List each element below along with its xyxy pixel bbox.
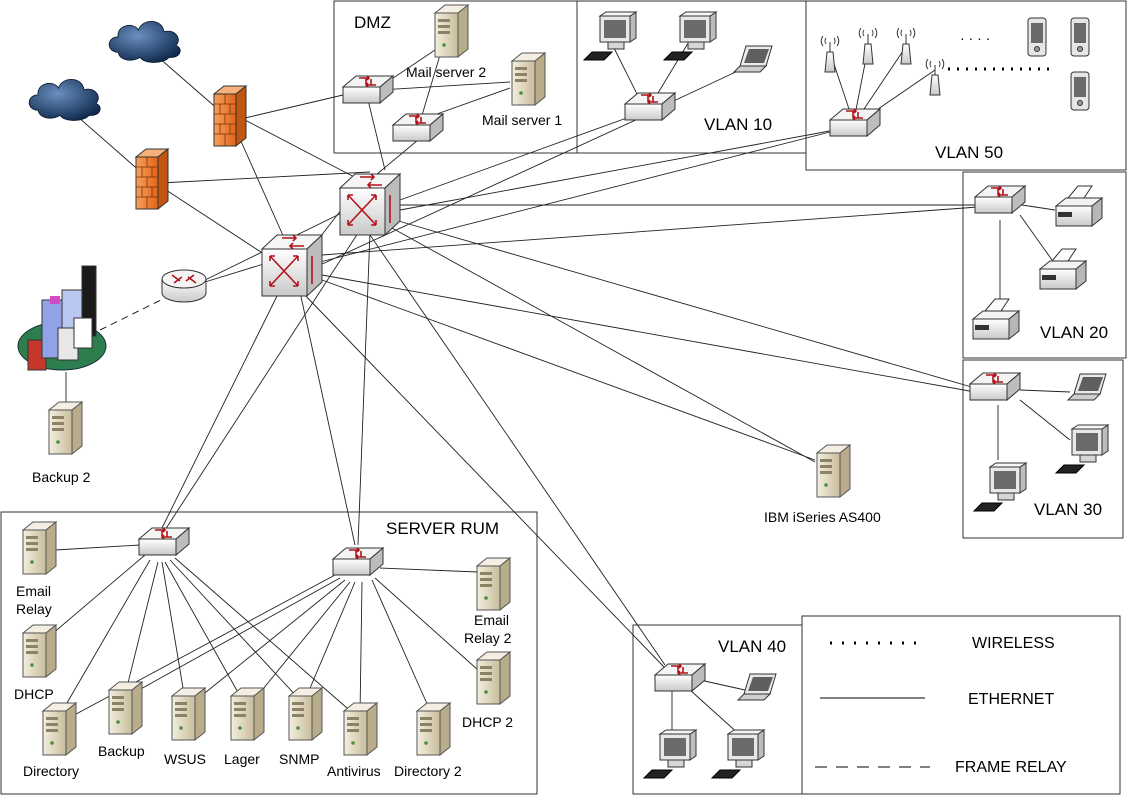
antivirus-label: Antivirus: [327, 763, 381, 779]
vlan10-laptop-icon: [733, 45, 773, 73]
server-rum-switch-1-icon: [138, 527, 190, 556]
backup-label: Backup: [98, 743, 145, 759]
ethernet-links: [44, 39, 1071, 736]
email-relay-2-label-1: Email: [474, 612, 509, 628]
vlan50-frame: [805, 0, 1127, 171]
legend-ethernet-label: ETHERNET: [968, 691, 1054, 708]
vlan40-title: VLAN 40: [718, 637, 786, 656]
dhcp-2-server-icon: [476, 651, 511, 705]
directory-label: Directory: [23, 763, 79, 779]
vlan40-switch-icon: [654, 663, 706, 692]
server-rum-title: SERVER RUM: [386, 519, 499, 538]
remote-site-icon: [17, 265, 107, 371]
vlan20-frame: [962, 171, 1127, 359]
access-point-4-icon: [925, 58, 945, 96]
wsus-label: WSUS: [164, 751, 206, 767]
dhcp-label: DHCP: [14, 686, 54, 702]
lager-server-icon: [230, 687, 265, 741]
access-point-2-icon: [858, 27, 878, 65]
legend: WIRELESS ETHERNET FRAME RELAY: [815, 635, 1067, 776]
email-relay-2-label-2: Relay 2: [464, 630, 512, 646]
internet-cloud-2: [28, 78, 101, 121]
backup-server-icon: [108, 681, 143, 735]
dmz-title: DMZ: [354, 13, 391, 32]
directory-2-server-icon: [416, 702, 451, 756]
core-switch-2-icon: [261, 234, 323, 297]
vlan30-switch-icon: [969, 372, 1021, 401]
directory-2-label: Directory 2: [394, 763, 462, 779]
vlan30-laptop-icon: [1067, 373, 1107, 401]
dhcp-server-icon: [22, 624, 57, 678]
ibm-server-icon: [816, 444, 851, 498]
vlan30-frame: [962, 359, 1124, 539]
vlan10-pc-2-icon: [663, 11, 717, 61]
frame-relay-link: [99, 297, 166, 331]
firewall-1-icon: [213, 85, 247, 147]
snmp-label: SNMP: [279, 751, 319, 767]
internet-cloud-1: [108, 20, 181, 63]
antivirus-server-icon: [343, 702, 378, 756]
pda-3-icon: [1070, 71, 1090, 111]
mail-server-1-icon: [511, 52, 546, 106]
router-icon: [161, 269, 207, 303]
pda-1-icon: [1027, 17, 1047, 57]
backup-2-server-icon: [48, 401, 83, 455]
mail-server-1-label: Mail server 1: [482, 112, 562, 128]
vlan40-pc-1-icon: [643, 729, 697, 779]
vlan30-pc-1-icon: [1055, 424, 1109, 474]
wireless-dots-top: · · · ·: [960, 30, 990, 46]
printer-1-icon: [1055, 185, 1103, 227]
core-switch-1-icon: [339, 173, 401, 236]
email-relay-server-icon: [22, 521, 57, 575]
vlan40-laptop-icon: [737, 673, 777, 701]
ibm-label: IBM iSeries AS400: [764, 509, 881, 525]
legend-frame-relay-label: FRAME RELAY: [955, 759, 1067, 776]
vlan20-title: VLAN 20: [1040, 323, 1108, 342]
legend-wireless-label: WIRELESS: [972, 635, 1055, 652]
access-point-1-icon: [820, 35, 840, 73]
dmz-switch-1-icon: [342, 75, 394, 104]
firewall-2-icon: [135, 148, 169, 210]
wsus-server-icon: [171, 687, 206, 741]
dmz-switch-2-icon: [392, 113, 444, 142]
vlan10-pc-1-icon: [583, 11, 637, 61]
snmp-server-icon: [288, 687, 323, 741]
vlan20-switch-icon: [974, 185, 1026, 214]
vlan30-pc-2-icon: [973, 462, 1027, 512]
vlan10-title: VLAN 10: [704, 115, 772, 134]
mail-server-2-icon: [434, 4, 469, 58]
access-point-3-icon: [896, 27, 916, 65]
email-relay-2-server-icon: [476, 557, 511, 611]
backup-2-label: Backup 2: [32, 469, 91, 485]
directory-server-icon: [42, 702, 77, 756]
printer-3-icon: [972, 298, 1020, 340]
lager-label: Lager: [224, 751, 260, 767]
server-rum-frame: [0, 511, 538, 795]
printer-2-icon: [1039, 248, 1087, 290]
vlan30-title: VLAN 30: [1034, 500, 1102, 519]
email-relay-label-2: Relay: [16, 601, 52, 617]
pda-2-icon: [1070, 17, 1090, 57]
email-relay-label-1: Email: [16, 583, 51, 599]
vlan10-switch-icon: [624, 92, 676, 121]
server-rum-switch-2-icon: [332, 547, 384, 576]
mail-server-2-label: Mail server 2: [406, 64, 486, 80]
vlan50-title: VLAN 50: [935, 143, 1003, 162]
vlan50-switch-icon: [829, 108, 881, 137]
dhcp-2-label: DHCP 2: [462, 714, 513, 730]
vlan40-pc-2-icon: [711, 729, 765, 779]
legend-frame: [801, 615, 1121, 795]
